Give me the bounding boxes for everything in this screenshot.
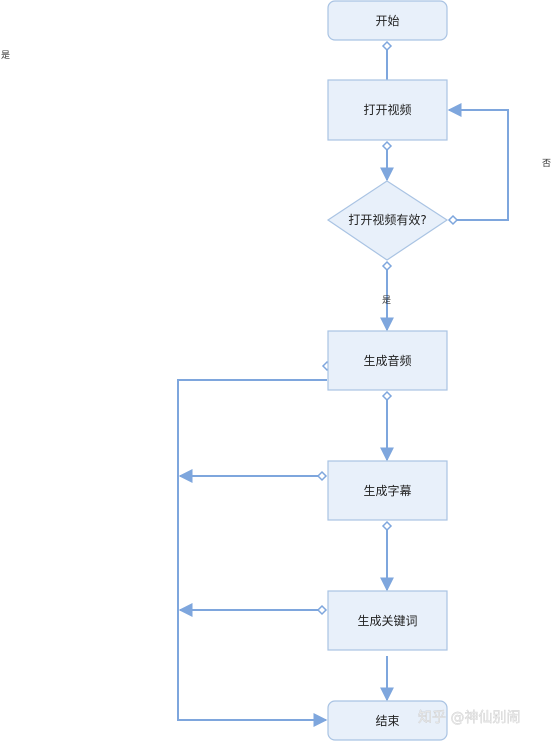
edge-no-loop (447, 103, 509, 221)
node-decision-valid: 打开视频有效? (326, 180, 449, 261)
node-gen-subtitle-label: 生成字幕 (363, 483, 411, 498)
node-gen-subtitle: 生成字幕 (327, 460, 448, 521)
node-end-label: 结束 (375, 714, 399, 728)
node-gen-audio-label: 生成音频 (363, 353, 411, 368)
connectors (177, 46, 509, 727)
node-gen-keywords: 生成关键词 (327, 590, 448, 651)
node-open-video: 打开视频 (327, 79, 448, 141)
node-start: 开始 (327, 0, 448, 41)
node-decision-valid-label: 打开视频有效? (348, 212, 426, 227)
edge-label-yes-corner: 是 (1, 50, 10, 61)
edge-audio-to-end-bypass (177, 379, 328, 727)
node-start-label: 开始 (375, 14, 399, 28)
node-end: 结束 (327, 700, 448, 741)
node-open-video-label: 打开视频 (363, 102, 411, 117)
connection-points (316, 40, 459, 616)
edge-label-yes-main: 是 (382, 295, 391, 306)
node-gen-audio: 生成音频 (327, 330, 448, 391)
node-gen-keywords-label: 生成关键词 (357, 614, 417, 628)
edge-label-no-loop: 否 (542, 158, 551, 169)
watermark-text: 知乎 @神仙别闹 (418, 709, 520, 726)
